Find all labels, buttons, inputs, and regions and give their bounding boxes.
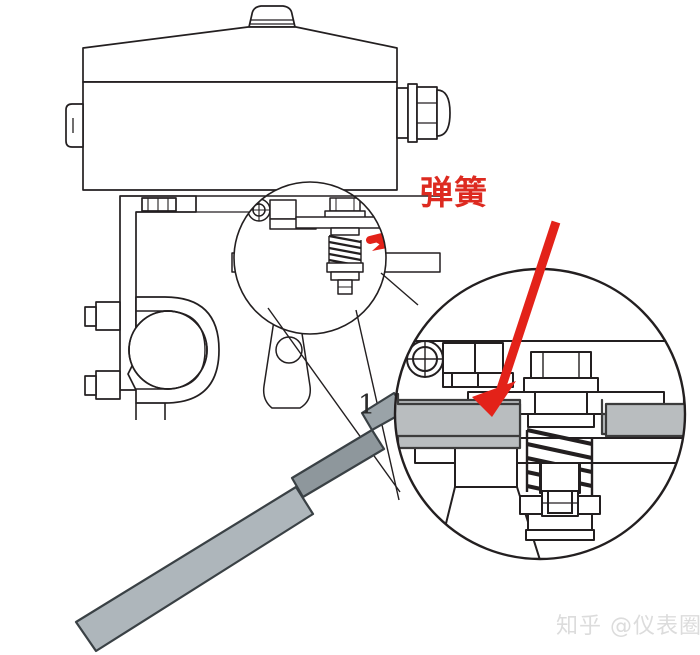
watermark: 知乎 @仪表圈	[556, 614, 700, 639]
spring-nut-small	[329, 197, 361, 212]
side-connector	[65, 103, 84, 148]
pipe-clamp	[84, 296, 220, 420]
spring-small	[295, 197, 386, 295]
callout-number-1: 1	[358, 390, 376, 421]
adjust-knob-large	[406, 340, 444, 378]
enclosure	[65, 5, 451, 191]
spring-bolt-shank	[540, 462, 580, 514]
magnified-detail-content	[395, 269, 685, 559]
spring-nut-large	[530, 351, 592, 379]
bracket-bolt	[141, 197, 177, 212]
small-detail-content	[234, 182, 386, 334]
cable-gland	[396, 83, 451, 143]
red-arrow-large	[472, 220, 561, 417]
small-detail-circle	[233, 181, 387, 335]
spring-label: 弹簧	[420, 173, 488, 212]
enclosure-cap	[248, 5, 296, 28]
clamp-bolt-upper	[84, 301, 121, 331]
clamp-bolt-lower	[84, 370, 121, 400]
